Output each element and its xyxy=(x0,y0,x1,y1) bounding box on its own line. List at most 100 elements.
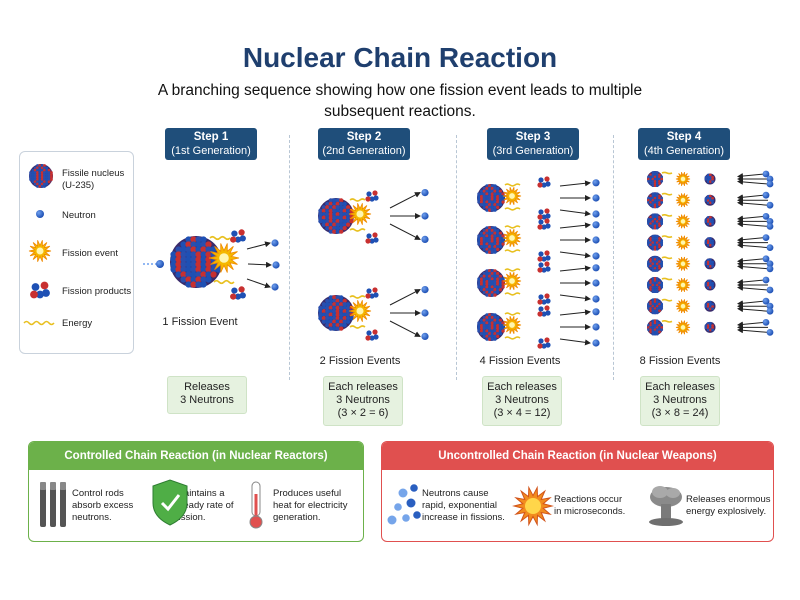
arrow xyxy=(737,321,765,328)
neutron-icon xyxy=(421,235,429,243)
neutron-cluster-icon xyxy=(387,484,421,525)
neutron-icon xyxy=(762,234,770,242)
nucleus-icon xyxy=(704,194,716,206)
fission-burst-icon xyxy=(675,299,691,314)
arrow xyxy=(737,284,769,291)
item-line: Produces useful xyxy=(273,488,342,499)
nucleus-icon xyxy=(704,300,716,312)
step-2-header: Step 2 (2nd Generation) xyxy=(318,128,410,160)
energy-wave-icon xyxy=(661,298,673,302)
release-line: Each releases xyxy=(645,381,715,393)
release-line: 3 Neutrons xyxy=(336,394,390,406)
item-line: heat for electricity xyxy=(273,500,348,511)
step-2-release-box: Each releases 3 Neutrons (3 × 2 = 6) xyxy=(323,376,403,426)
fission-burst-icon xyxy=(502,187,522,205)
neutron-icon xyxy=(766,260,774,268)
nucleus-icon xyxy=(704,237,716,249)
step-3-header: Step 3 (3rd Generation) xyxy=(487,128,579,160)
nucleus-icon xyxy=(704,215,716,227)
arrow xyxy=(737,200,769,207)
energy-wave-icon xyxy=(349,295,366,299)
neutron-icon xyxy=(766,175,774,183)
controlled-item-1-text: Control rods absorb excess neutrons. xyxy=(72,488,133,524)
nucleus-icon xyxy=(647,277,664,294)
neutron-icon xyxy=(592,179,600,187)
fission-products-icon xyxy=(537,176,551,188)
energy-wave-icon xyxy=(504,336,521,340)
item-line: in microseconds. xyxy=(554,506,626,517)
arrow xyxy=(737,236,765,243)
neutron-icon xyxy=(762,213,770,220)
shield-check-icon xyxy=(152,479,188,526)
step-1-header: Step 1 (1st Generation) xyxy=(165,128,257,160)
fission-products-icon xyxy=(537,337,551,349)
nucleus-icon xyxy=(477,269,505,297)
controlled-panel-heading: Controlled Chain Reaction (in Nuclear Re… xyxy=(29,442,363,470)
nucleus-icon xyxy=(647,192,664,209)
nucleus-icon xyxy=(477,313,505,341)
energy-wave-icon xyxy=(504,292,521,296)
fission-products-icon xyxy=(365,329,379,341)
uncontrolled-reaction-panel: Uncontrolled Chain Reaction (in Nuclear … xyxy=(381,441,774,542)
page-title: Nuclear Chain Reaction xyxy=(242,42,558,73)
neutron-icon xyxy=(762,255,770,263)
arrow xyxy=(737,263,769,270)
legend-label-line: Fissile nucleus xyxy=(62,168,125,179)
energy-wave-icon xyxy=(349,198,366,202)
item-line: absorb excess xyxy=(72,500,134,511)
nucleus-icon xyxy=(647,213,664,230)
fission-products-icon xyxy=(230,229,246,243)
controlled-item-3-text: Produces useful heat for electricity gen… xyxy=(273,488,347,524)
fission-burst-icon xyxy=(348,203,372,225)
arrow xyxy=(737,242,769,249)
neutron-icon xyxy=(762,297,770,305)
fission-burst-icon xyxy=(28,240,52,262)
step-1-count: 1 Fission Event xyxy=(162,316,238,328)
energy-wave-icon xyxy=(23,320,55,326)
arrow xyxy=(389,320,421,337)
legend-label-neutron: Neutron xyxy=(62,210,96,221)
energy-wave-icon xyxy=(504,183,521,187)
nucleus-icon xyxy=(647,319,664,336)
item-line: energy explosively. xyxy=(686,506,767,517)
neutron-icon xyxy=(592,252,600,260)
energy-wave-icon xyxy=(209,235,231,241)
step-4-subtitle: (4th Generation) xyxy=(643,145,725,157)
neutron-icon xyxy=(271,283,279,291)
neutron-icon xyxy=(766,307,774,315)
neutron-icon xyxy=(592,295,600,303)
neutron-icon xyxy=(272,261,280,269)
arrow xyxy=(737,221,769,228)
fission-burst-icon xyxy=(208,243,240,273)
nucleus-icon xyxy=(318,295,354,331)
fission-burst-icon xyxy=(502,229,522,247)
release-line: 3 Neutrons xyxy=(180,394,234,406)
step-3-title: Step 3 xyxy=(515,131,551,143)
arrow xyxy=(737,257,765,264)
arrow xyxy=(737,327,769,334)
neutron-icon xyxy=(592,194,600,202)
fission-burst-icon xyxy=(502,272,522,290)
step-4-count: 8 Fission Events xyxy=(639,355,721,367)
energy-wave-icon xyxy=(504,312,521,316)
legend-label-line: (U-235) xyxy=(62,180,95,191)
neutron-icon xyxy=(421,189,429,197)
arrow xyxy=(737,194,765,201)
control-rods-icon xyxy=(40,482,66,527)
arrow xyxy=(737,215,765,222)
item-line: Control rods xyxy=(72,488,124,499)
fission-burst-icon xyxy=(675,256,691,271)
energy-wave-icon xyxy=(213,279,235,285)
fission-burst-icon xyxy=(675,172,691,186)
arrow xyxy=(559,180,591,187)
step-divider xyxy=(613,135,614,380)
step-4-header: Step 4 (4th Generation) xyxy=(638,128,730,160)
energy-wave-icon xyxy=(661,214,673,217)
neutron-icon xyxy=(766,201,774,209)
energy-wave-icon xyxy=(661,192,673,196)
step-3-count: 4 Fission Events xyxy=(479,355,561,367)
legend-label-fission: Fission event xyxy=(62,248,118,259)
arrow xyxy=(559,309,591,316)
neutron-icon xyxy=(592,221,600,229)
